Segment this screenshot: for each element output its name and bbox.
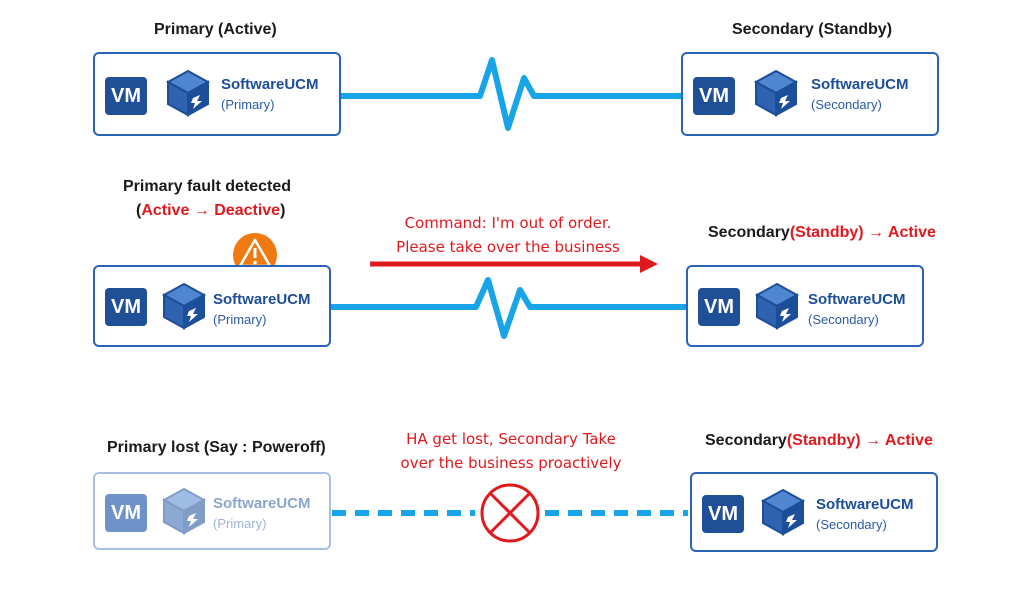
cube-icon [760,488,806,536]
row2-left-title: Primary fault detected [123,178,292,195]
command-text: Command: I'm out of order. Please take o… [370,211,646,259]
role-label: (Secondary) [816,517,887,532]
ha-lost-text: HA get lost, Secondary Take over the bus… [380,427,642,475]
ha-lost-line-1: HA get lost, Secondary Take [406,430,616,448]
primary-vm-box-row3-lost: VM SoftwareUCM (Primary) [93,472,331,550]
heartbeat-link-row2 [330,277,688,339]
vm-badge: VM [105,494,147,532]
product-name: SoftwareUCM [816,496,914,513]
row1-right-title: Secondary (Standby) [732,21,893,38]
cube-icon [161,282,207,330]
primary-vm-box-row1: VM SoftwareUCM (Primary) [93,52,341,136]
cube-icon [753,69,799,117]
command-line-1: Command: I'm out of order. [404,214,612,232]
circle-x-icon [480,483,540,543]
vm-badge: VM [702,495,744,533]
cube-icon [165,69,211,117]
primary-vm-box-row2: VM SoftwareUCM (Primary) [93,265,331,347]
product-name: SoftwareUCM [213,291,311,308]
command-line-2: Please take over the business [396,238,620,256]
role-label: (Primary) [221,97,275,112]
secondary-vm-box-row2: VM SoftwareUCM (Secondary) [686,265,924,347]
cube-icon [161,487,207,535]
vm-badge: VM [693,77,735,115]
row3-right-title: Secondary(Standby) → Active [705,432,933,449]
product-name: SoftwareUCM [213,495,311,512]
product-name: SoftwareUCM [808,291,906,308]
role-label: (Secondary) [808,312,879,327]
row3-left-title: Primary lost (Say : Poweroff) [107,439,326,456]
secondary-vm-box-row3: VM SoftwareUCM (Secondary) [690,472,938,552]
product-name: SoftwareUCM [811,76,909,93]
ha-lost-line-2: over the business proactively [400,454,622,472]
heartbeat-link-row1 [340,57,682,131]
row1-left-title: Primary (Active) [154,21,277,38]
role-label: (Primary) [213,516,267,531]
row2-left-subtitle: (Active → Deactive) [136,202,286,219]
product-name: SoftwareUCM [221,76,319,93]
role-label: (Secondary) [811,97,882,112]
row2-right-title: Secondary(Standby) → Active [708,224,936,241]
command-arrow-head [640,255,658,273]
cube-icon [754,282,800,330]
vm-badge: VM [105,288,147,326]
vm-badge: VM [698,288,740,326]
secondary-vm-box-row1: VM SoftwareUCM (Secondary) [681,52,939,136]
vm-badge: VM [105,77,147,115]
role-label: (Primary) [213,312,267,327]
